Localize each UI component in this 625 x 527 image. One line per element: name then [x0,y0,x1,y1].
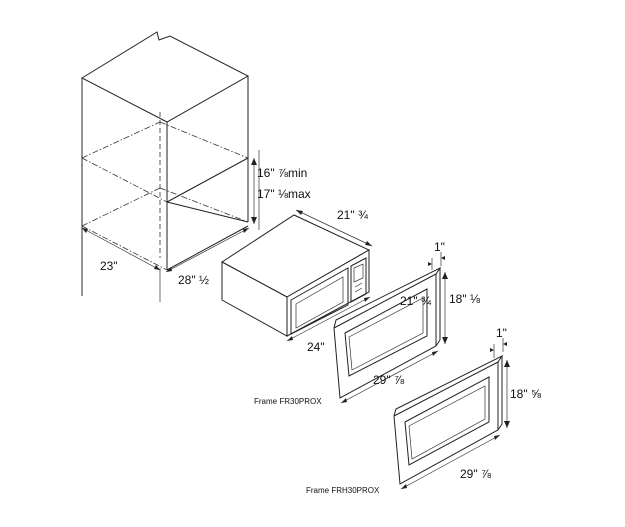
microwave-width-dimension: 24" [286,296,371,354]
frame2-depth-label: 1" [496,326,507,340]
cabinet-width-dimension: 28" ½ [165,227,250,287]
microwave-depth-dimension: 21" ¾ [295,208,373,247]
frame1-width-label: 29" ⅞ [373,373,405,387]
cabinet-depth-label: 23" [100,259,118,273]
cabinet [80,31,260,302]
frame2-caption: Frame FRH30PROX [306,486,380,495]
frame2-width-label: 29" ⅞ [460,467,492,481]
microwave-width-label: 24" [307,340,325,354]
frame1-caption: Frame FR30PROX [254,397,322,406]
frame1-height-dimension: 18" ⅛ [442,272,481,344]
opening-height-max-label: 17" ⅛max [257,187,311,201]
frame1-width-dimension: 29" ⅞ [340,350,439,404]
opening-height-min-label: 16" ⅞min [257,166,307,180]
frame1-inner-height-label: 21" ¾ [400,294,432,308]
frame2-width-dimension: 29" ⅞ [400,434,501,490]
frame2-height-label: 18" ⅝ [510,387,542,401]
frame2-height-dimension: 18" ⅝ [504,360,542,428]
cabinet-width-label: 28" ½ [178,273,209,287]
frame1-depth-label: 1" [434,240,445,254]
frame-frh30prox [393,354,504,485]
cabinet-depth-dimension: 23" [81,227,161,273]
frame1-depth-dimension: 1" [428,240,445,270]
frame2-depth-dimension: 1" [490,326,507,358]
frame-fr30prox [333,266,442,399]
microwave-depth-label: 21" ¾ [337,208,369,222]
frame1-height-label: 18" ⅛ [449,292,481,306]
microwave-oven [221,214,371,337]
opening-height-dimension: 16" ⅞min 17" ⅛max [251,158,311,224]
